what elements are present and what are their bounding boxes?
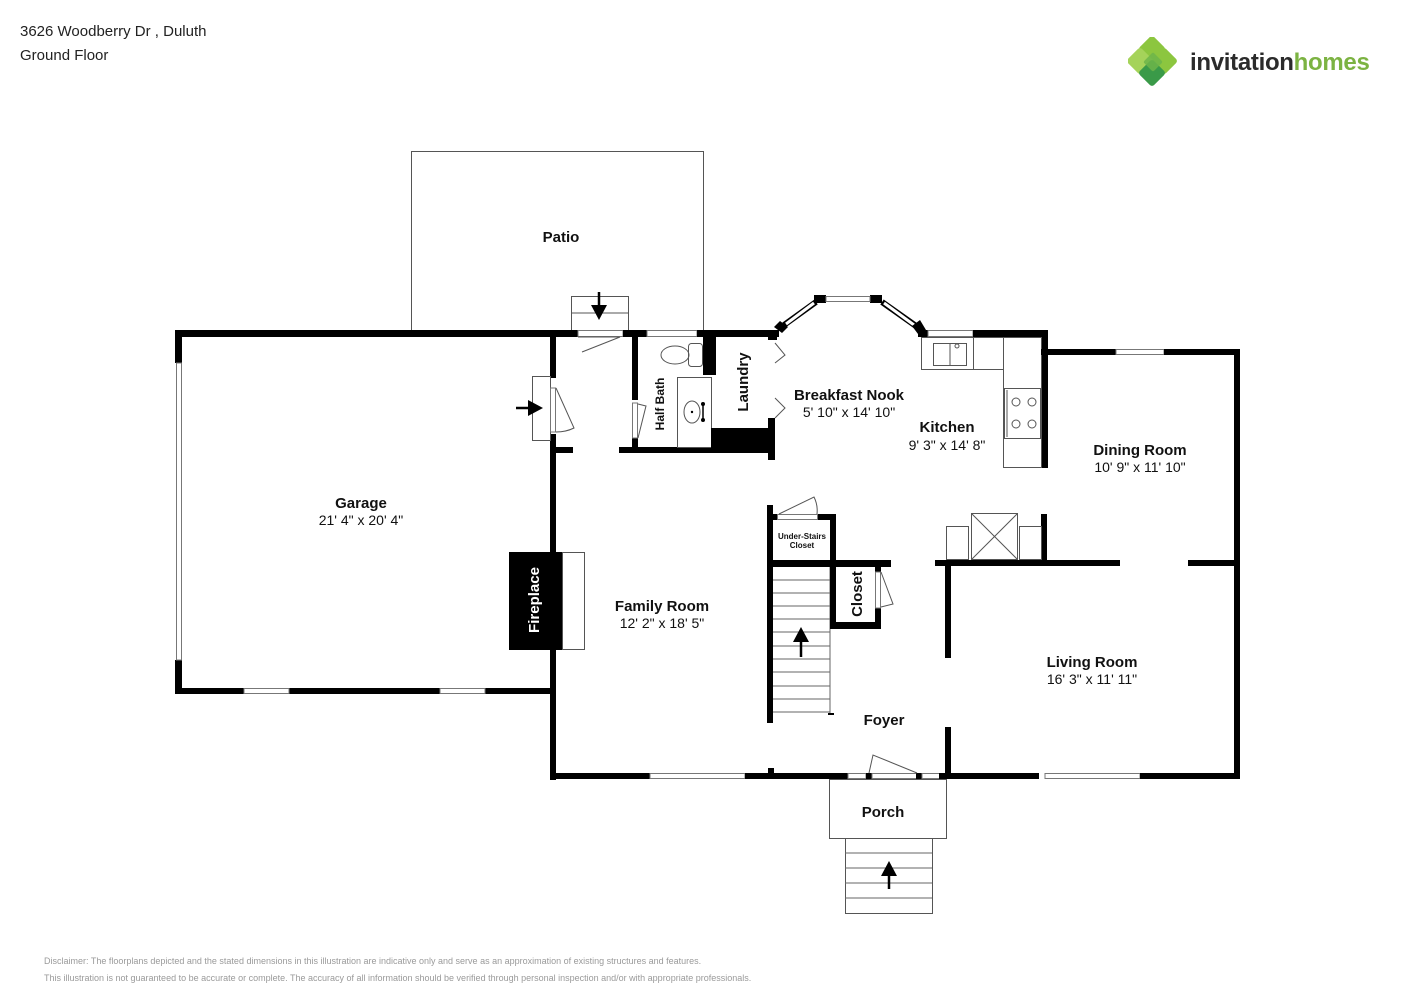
room-label-patio: Patio (543, 229, 580, 246)
logo-word-invitation: invitation (1190, 49, 1294, 76)
room-label-garage: Garage (335, 495, 387, 512)
room-label-under-stairs-closet-line2: Closet (790, 541, 815, 550)
disclaimer-line-1: Disclaimer: The floorplans depicted and … (44, 956, 702, 966)
invitation-homes-logo: invitationhomes (1128, 37, 1370, 88)
disclaimer: Disclaimer: The floorplans depicted and … (44, 953, 751, 987)
patio-entry-arrow-icon (591, 292, 607, 320)
room-label-under-stairs-closet-line1: Under-Stairs (778, 532, 827, 541)
stove-icon (1004, 388, 1041, 439)
porch-entry-arrow-icon (881, 861, 897, 889)
room-dims-garage: 21' 4" x 20' 4" (319, 512, 404, 528)
room-label-breakfast-nook: Breakfast Nook (794, 387, 905, 404)
room-label-porch: Porch (862, 804, 905, 821)
disclaimer-line-2: This illustration is not guaranteed to b… (44, 973, 752, 983)
porch-area (829, 779, 947, 914)
room-label-living-room: Living Room (1047, 654, 1138, 671)
garage-walls (175, 330, 556, 780)
half-bath-fixtures (632, 330, 716, 453)
staircase (767, 496, 894, 723)
logo-word-homes: homes (1293, 49, 1370, 76)
plan-header: 3626 Woodberry Dr , Duluth Ground Floor (20, 20, 206, 68)
room-dims-kitchen: 9' 3" x 14' 8" (909, 437, 986, 453)
room-label-foyer: Foyer (864, 712, 905, 729)
logo-wordmark: invitationhomes (1190, 49, 1370, 77)
room-label-closet: Closet (849, 571, 866, 617)
garage-interior-door (516, 376, 575, 441)
room-label-laundry: Laundry (735, 352, 752, 412)
laundry-walls (711, 330, 786, 460)
refrigerator-icon (946, 513, 1042, 560)
garage-entry-arrow-icon (516, 400, 543, 416)
property-address: 3626 Woodberry Dr , Duluth (20, 23, 207, 40)
room-label-dining-room: Dining Room (1093, 442, 1186, 459)
room-dims-living-room: 16' 3" x 11' 11" (1047, 671, 1137, 687)
clover-logo-icon (1128, 37, 1177, 86)
sink-icon (677, 377, 712, 448)
kitchen-sink-icon (933, 343, 967, 366)
floor-label: Ground Floor (20, 47, 109, 64)
bay-window (774, 295, 926, 334)
room-dims-family-room: 12' 2" x 18' 5" (620, 615, 705, 631)
toilet-icon (660, 343, 703, 367)
room-dims-dining-room: 10' 9" x 11' 10" (1094, 459, 1185, 475)
south-walls (550, 754, 1240, 779)
living-room-walls (945, 566, 951, 779)
room-label-family-room: Family Room (615, 598, 709, 615)
room-dims-breakfast-nook: 5' 10" x 14' 10" (803, 404, 895, 420)
fireplace (509, 552, 585, 650)
kitchen-fixtures (918, 330, 1048, 468)
stairs-up-arrow-icon (793, 627, 809, 657)
room-label-fireplace: Fireplace (526, 567, 543, 633)
dining-room-walls (935, 349, 1240, 779)
room-label-half-bath: Half Bath (653, 378, 667, 431)
room-label-kitchen: Kitchen (919, 419, 974, 436)
